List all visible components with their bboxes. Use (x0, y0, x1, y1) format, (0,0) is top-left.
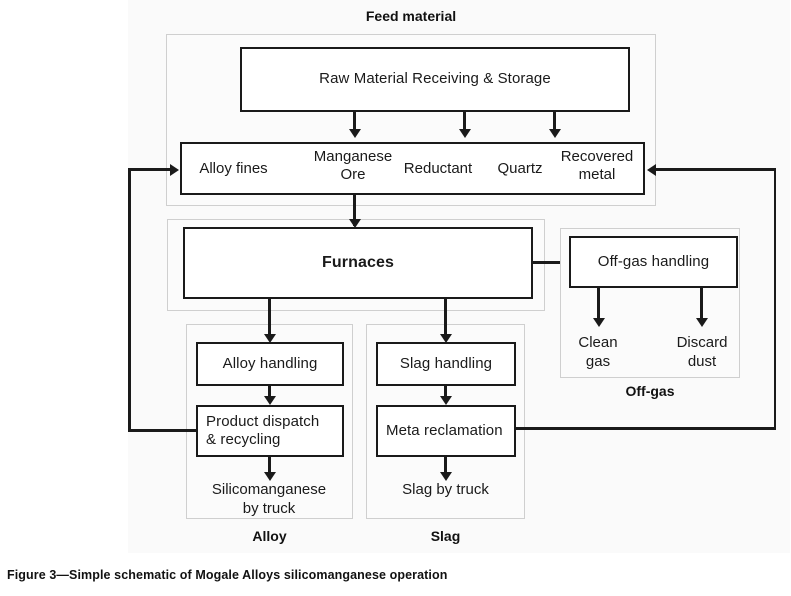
group-caption-alloy: Alloy (252, 528, 287, 544)
connector-raw-to-reductant (463, 112, 466, 131)
box-raw-material-receiving-storage[interactable]: Raw Material Receiving & Storage (240, 47, 630, 112)
connector-raw-to-quartz (553, 112, 556, 131)
arrowhead-raw-to-manganese (348, 129, 361, 138)
connector-raw-to-manganese (353, 112, 356, 131)
connector-alloy-handling-to-dispatch (268, 386, 271, 399)
recycle-loop-metal-vertical (773, 168, 776, 430)
group-caption-slag: Slag (430, 528, 461, 544)
connector-offgas-to-clean-gas (597, 288, 600, 320)
box-slag-handling[interactable]: Slag handling (376, 342, 516, 386)
arrowhead-recycle-to-alloy-fines (170, 163, 179, 176)
arrowhead-recycle-to-recovered-metal (647, 163, 656, 176)
arrowhead-offgas-to-discard-dust (695, 318, 708, 327)
connector-offgas-to-discard-dust (700, 288, 703, 320)
connector-meta-to-slag-by-truck (444, 457, 447, 475)
figure-caption: Figure 3—Simple schematic of Mogale Allo… (7, 568, 448, 582)
recycle-loop-alloy-horizontal-bottom (128, 429, 198, 432)
connector-feed-to-furnaces (353, 195, 356, 226)
arrowhead-offgas-to-clean-gas (592, 318, 605, 327)
arrowhead-furnaces-to-slag-handling (439, 334, 452, 343)
feed-item-alloy-fines[interactable]: Alloy fines (199, 160, 268, 177)
feed-item-reductant[interactable]: Reductant (403, 160, 473, 177)
box-feed-materials-row[interactable] (180, 142, 645, 195)
recycle-loop-metal-horizontal-top (656, 168, 776, 171)
connector-furnaces-to-offgas (533, 261, 565, 264)
group-caption-offgas: Off-gas (625, 383, 675, 399)
recycle-loop-alloy-horizontal-top (128, 168, 172, 171)
arrowhead-alloy-handling-to-dispatch (263, 396, 276, 405)
arrowhead-meta-to-slag-by-truck (439, 472, 452, 481)
arrowhead-furnaces-to-alloy-handling (263, 334, 276, 343)
box-meta-reclamation[interactable]: Meta reclamation (376, 405, 516, 457)
connector-furnaces-to-slag-handling (444, 299, 447, 337)
box-alloy-handling[interactable]: Alloy handling (196, 342, 344, 386)
arrowhead-feed-to-furnaces (348, 219, 361, 228)
arrowhead-raw-to-quartz (548, 129, 561, 138)
box-offgas-handling[interactable]: Off-gas handling (569, 236, 738, 288)
connector-slag-handling-to-meta (444, 386, 447, 399)
recycle-loop-alloy-vertical (128, 168, 131, 432)
feed-item-quartz[interactable]: Quartz (497, 160, 543, 177)
group-caption-feed-material: Feed material (365, 8, 457, 24)
connector-dispatch-to-silicomanganese (268, 457, 271, 475)
box-furnaces[interactable]: Furnaces (183, 227, 533, 299)
arrowhead-raw-to-reductant (458, 129, 471, 138)
box-product-dispatch-recycling[interactable]: Product dispatch& recycling (196, 405, 344, 457)
arrowhead-dispatch-to-silicomanganese (263, 472, 276, 481)
recycle-loop-metal-horizontal-bottom (514, 427, 776, 430)
output-slag-by-truck: Slag by truck (402, 481, 489, 498)
arrowhead-slag-handling-to-meta (439, 396, 452, 405)
connector-furnaces-to-alloy-handling (268, 299, 271, 337)
